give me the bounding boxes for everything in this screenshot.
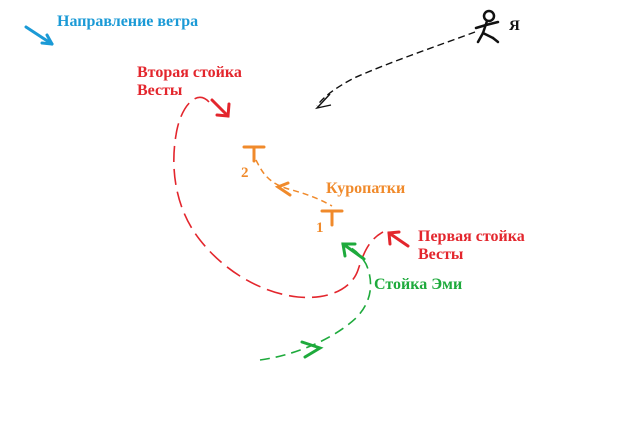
stick-figure-icon (474, 9, 500, 44)
t-marker-icon-1 (320, 209, 344, 227)
emmy-path (259, 244, 372, 361)
second-point-arrow-icon (210, 98, 231, 118)
second-point-label-line1: Вторая стойка (137, 64, 242, 81)
marker-2-label: 2 (241, 165, 249, 181)
emmy-arrow-icon (300, 242, 366, 359)
first-point-label-line2: Весты (418, 246, 464, 263)
partridges-path (255, 159, 333, 207)
emmy-point-label: Стойка Эми (374, 276, 463, 293)
second-point-label: Вторая стойка Весты (137, 64, 242, 100)
vesta-path (173, 96, 384, 299)
first-point-arrow-icon (387, 230, 410, 248)
wind-direction-label: Направление ветра (57, 13, 199, 30)
partridges-arrow-icon (274, 181, 292, 197)
partridges-label: Куропатки (326, 180, 406, 197)
marker-1-label: 1 (316, 220, 324, 236)
first-point-label-line1: Первая стойка (418, 228, 525, 245)
wind-arrow-icon (24, 25, 54, 46)
my-path (314, 31, 476, 110)
second-point-label-line2: Весты (137, 82, 183, 99)
t-marker-icon-2 (242, 145, 266, 163)
first-point-label: Первая стойка Весты (418, 228, 525, 264)
me-label: Я (509, 18, 520, 34)
